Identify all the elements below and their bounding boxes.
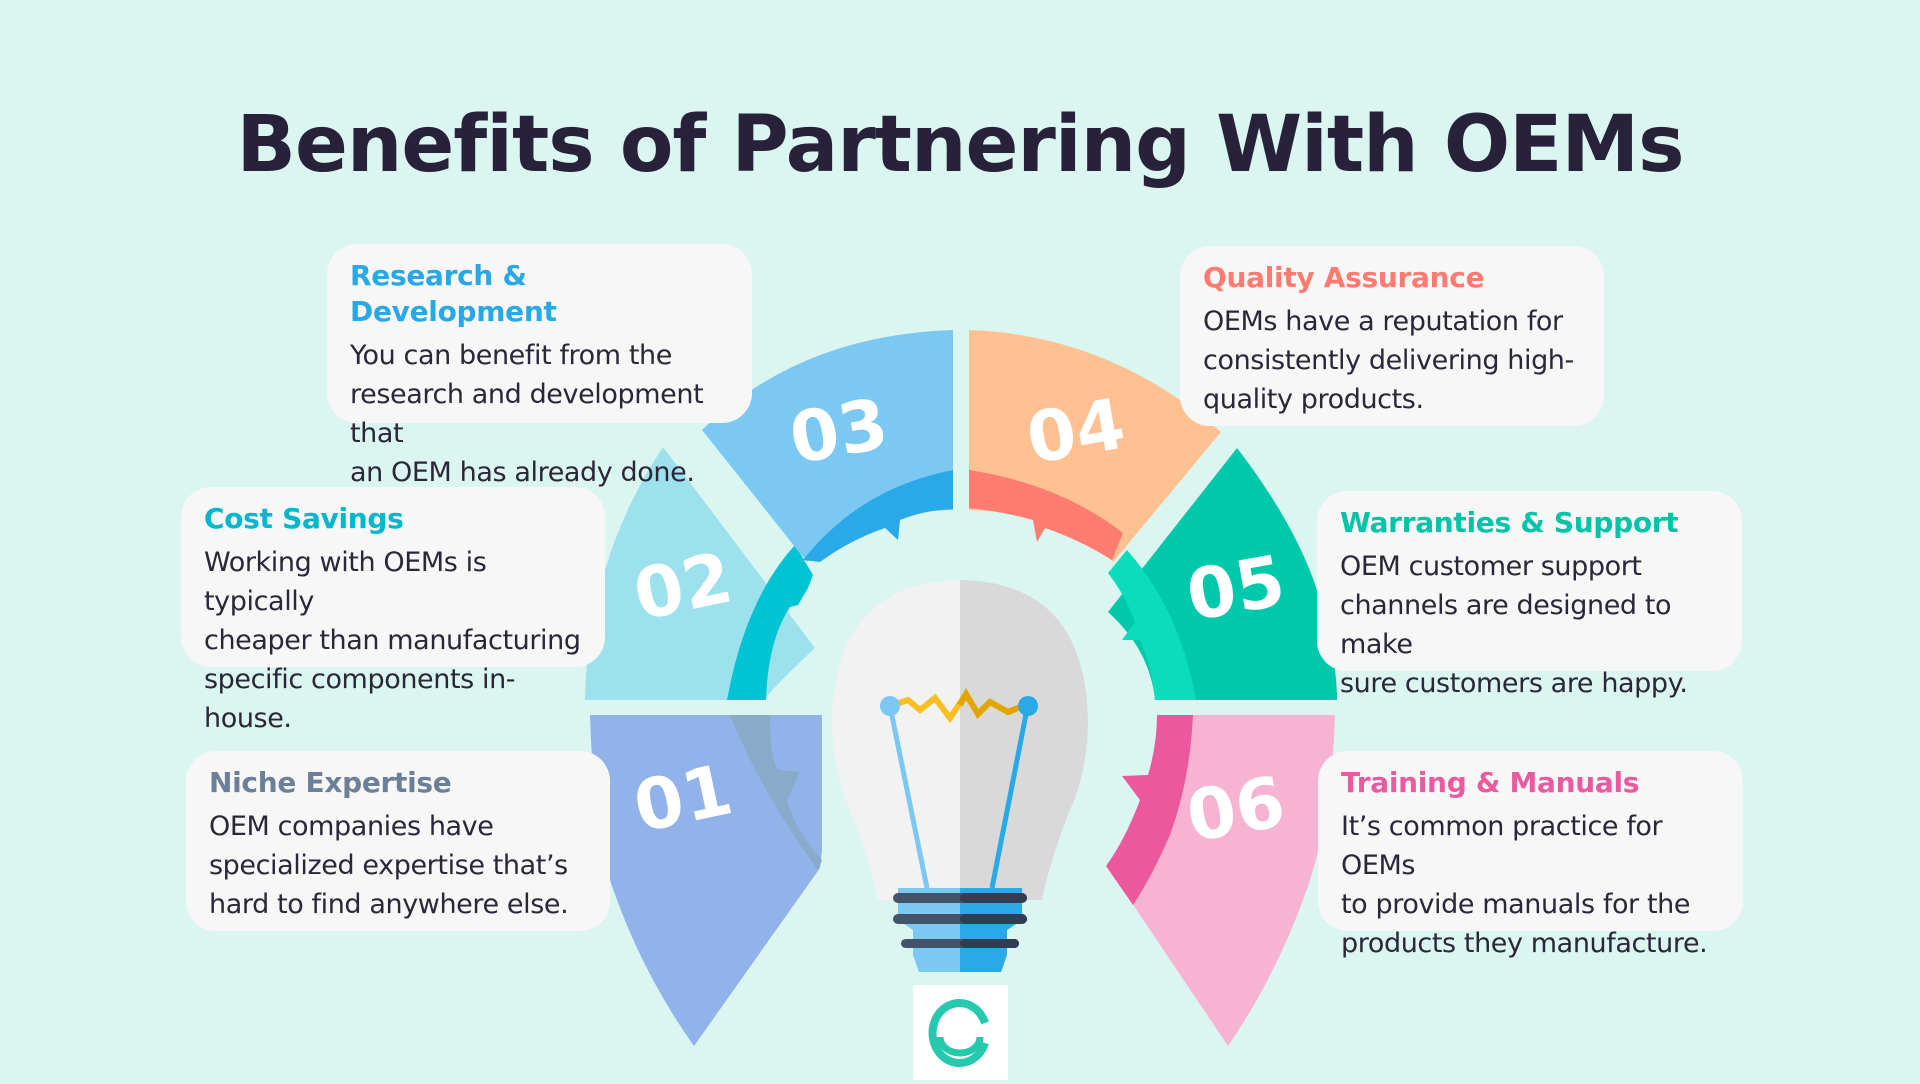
segment-05: 05: [1108, 448, 1337, 700]
benefit-title: Warranties & Support: [1340, 506, 1679, 539]
svg-text:02: 02: [627, 536, 739, 636]
svg-text:04: 04: [1021, 383, 1131, 481]
benefit-card-cost-savings: Cost Savings Working with OEMs is typica…: [181, 487, 605, 734]
benefit-description: It’s common practice for OEMs to provide…: [1341, 811, 1708, 959]
brand-logo: [913, 985, 1008, 1080]
benefit-description: OEMs have a reputation for consistently …: [1203, 306, 1574, 415]
benefit-title: Training & Manuals: [1341, 766, 1640, 799]
segment-06: 06: [1097, 715, 1335, 1046]
segment-04: 04: [969, 330, 1221, 562]
svg-text:01: 01: [627, 748, 739, 848]
benefit-description: OEM companies have specialized expertise…: [209, 811, 569, 920]
lightbulb-icon: [832, 580, 1088, 972]
benefit-description: OEM customer support channels are design…: [1340, 551, 1688, 699]
svg-text:05: 05: [1181, 540, 1291, 638]
page-title: Benefits of Partnering With OEMs: [236, 100, 1685, 190]
benefit-title: Cost Savings: [204, 502, 404, 535]
benefit-card-training-manuals: Training & Manuals It’s common practice …: [1318, 751, 1743, 959]
segment-01: 01: [590, 715, 822, 1046]
segment-02: 02: [585, 447, 815, 700]
svg-text:03: 03: [784, 383, 894, 481]
logo-icon: [928, 999, 989, 1067]
benefit-card-quality-assurance: Quality Assurance OEMs have a reputation…: [1180, 246, 1604, 426]
benefit-title: Research & Development: [350, 259, 557, 328]
benefit-description: You can benefit from the research and de…: [350, 340, 704, 488]
benefit-title: Quality Assurance: [1203, 261, 1485, 294]
benefit-title: Niche Expertise: [209, 766, 452, 799]
benefit-card-research-development: Research & Development You can benefit f…: [327, 244, 752, 488]
svg-text:06: 06: [1181, 761, 1291, 859]
segment-03: 03: [702, 330, 953, 562]
benefit-card-niche-expertise: Niche Expertise OEM companies have speci…: [186, 751, 610, 931]
benefit-card-warranties-support: Warranties & Support OEM customer suppor…: [1317, 491, 1742, 699]
benefit-description: Working with OEMs is typically cheaper t…: [204, 547, 581, 734]
